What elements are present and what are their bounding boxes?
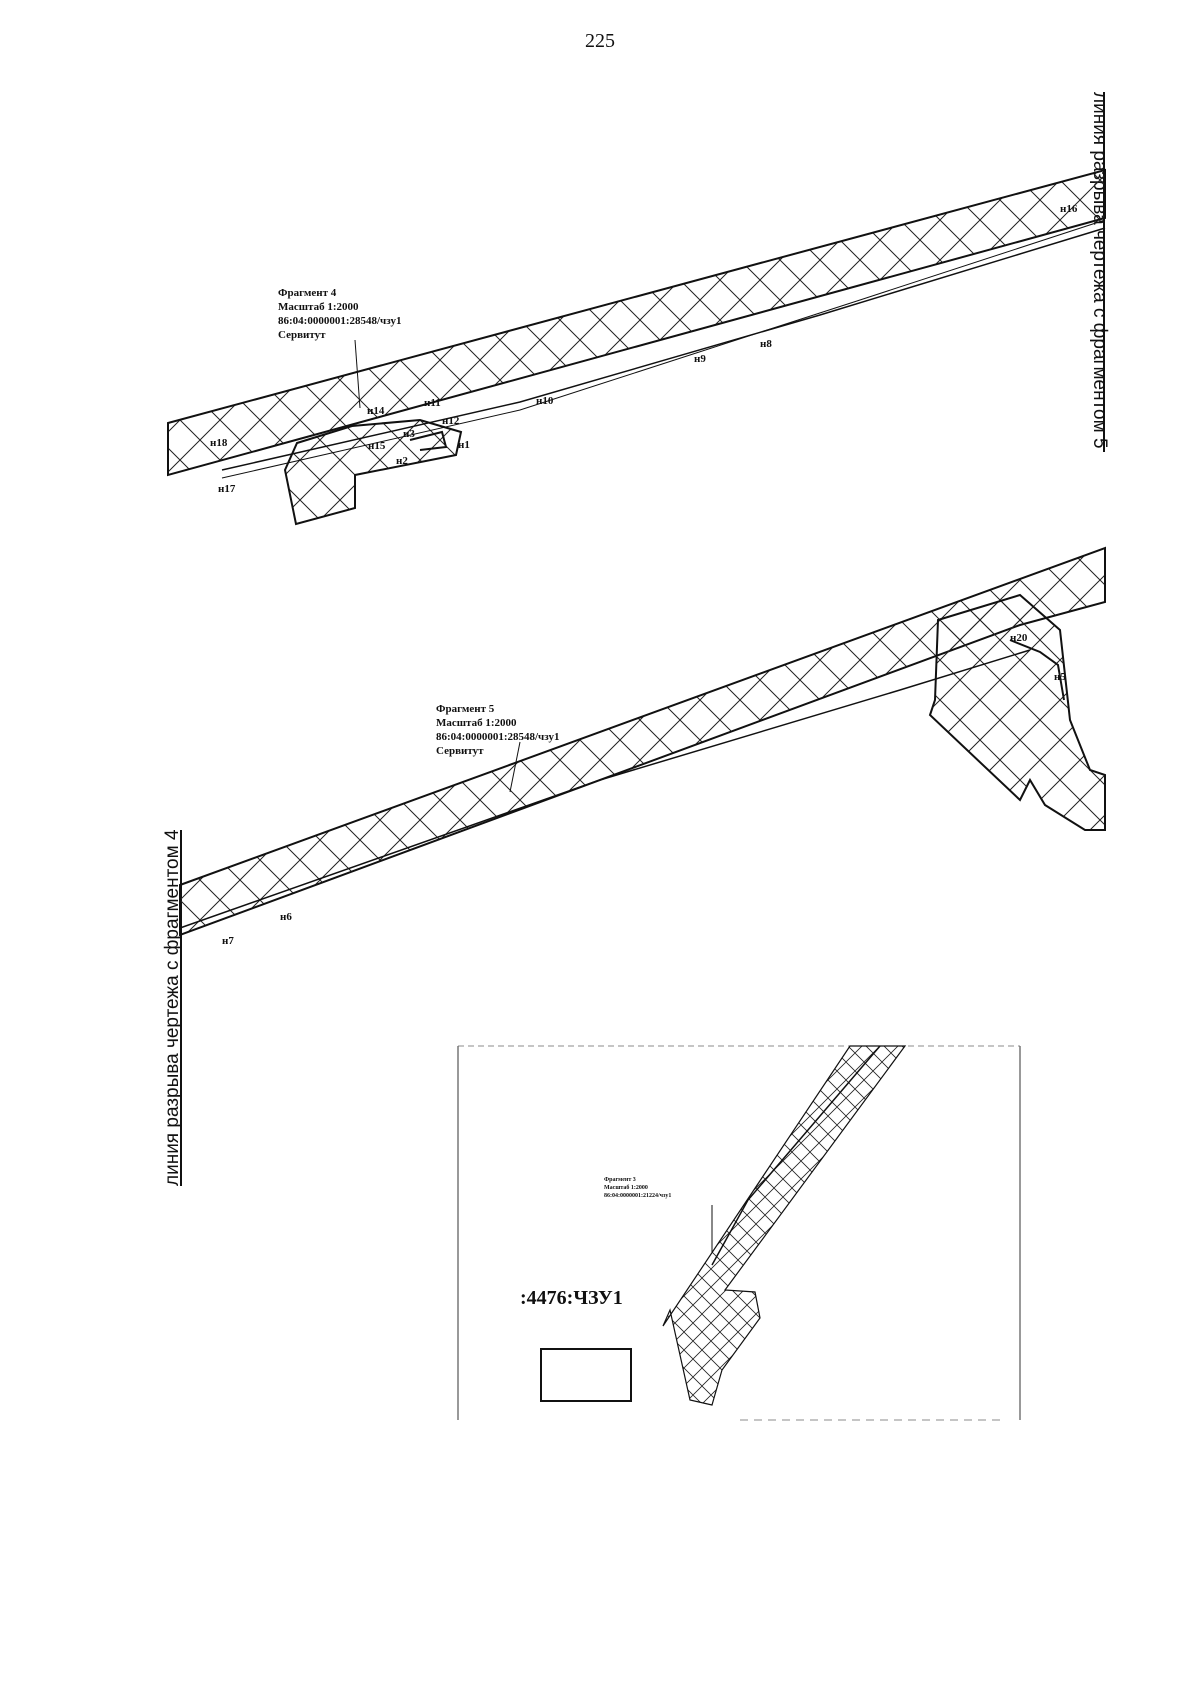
point-label: н5: [1054, 671, 1066, 683]
fragment-5-caption-1: Фрагмент 5: [436, 703, 495, 715]
fragment-5-caption-2: Масштаб 1:2000: [436, 717, 517, 729]
fragment-4-step: [409, 430, 448, 451]
point-label: н15: [368, 440, 386, 452]
point-label: н1: [458, 439, 470, 451]
fragment-4-caption-4: Сервитут: [278, 329, 326, 341]
inset-caption-3: 86:04:0000001:21224/чзу1: [604, 1193, 671, 1199]
break-line-right: [1103, 92, 1105, 452]
inset-inner-line: [711, 1045, 881, 1266]
fragment-4-caption-3: 86:04:0000001:28548/чзу1: [278, 315, 401, 327]
inset-caption-1: Фрагмент 3: [604, 1177, 636, 1183]
inset-map: Фрагмент 3 Масштаб 1:2000 86:04:0000001:…: [457, 1045, 1021, 1421]
fragment-5-drawing: Фрагмент 5 Масштаб 1:2000 86:04:0000001:…: [179, 546, 1106, 947]
point-label: н20: [1010, 632, 1028, 644]
point-label: н16: [1060, 203, 1078, 215]
fragment-4-inner-line: [221, 227, 1106, 471]
point-label: н11: [424, 397, 441, 409]
point-label: н10: [536, 395, 554, 407]
fragment-4-leader: [354, 339, 361, 409]
fragment-5-leader: [509, 741, 521, 793]
point-label: н2: [396, 455, 408, 467]
break-line-left: [180, 830, 182, 1186]
point-label: н12: [442, 415, 460, 427]
fragment-5-servitude-strip: [179, 546, 1106, 937]
fragment-5-caption-3: 86:04:0000001:28548/чзу1: [436, 731, 559, 743]
fragment-4-caption-1: Фрагмент 4: [278, 287, 337, 299]
page-number: 225: [585, 30, 615, 52]
fragment-5-parcel: [928, 593, 1106, 831]
inset-caption-2: Масштаб 1:2000: [604, 1184, 648, 1191]
point-label: н6: [280, 911, 292, 923]
point-label: н17: [218, 483, 236, 495]
fragment-4-drawing: Фрагмент 4 Масштаб 1:2000 86:04:0000001:…: [167, 168, 1106, 526]
fragment-5-inner-line: [179, 649, 1031, 929]
fragment-4-inner-line-2: [221, 219, 1106, 479]
fragment-5-caption-4: Сервитут: [436, 745, 484, 757]
point-label: н8: [760, 338, 772, 350]
inset-strip: [662, 1045, 907, 1406]
point-label: н3: [403, 428, 415, 440]
fragment-5-boundary: [1009, 639, 1065, 701]
point-label: н14: [367, 405, 385, 417]
point-label: н18: [210, 437, 228, 449]
fragment-4-caption-2: Масштаб 1:2000: [278, 301, 359, 313]
point-label: н9: [694, 353, 706, 365]
inset-title: :4476:ЧЗУ1: [520, 1287, 623, 1309]
point-label: н7: [222, 935, 234, 947]
inset-legend-box: [540, 1348, 632, 1402]
fragment-4-servitude-strip: [167, 168, 1106, 477]
